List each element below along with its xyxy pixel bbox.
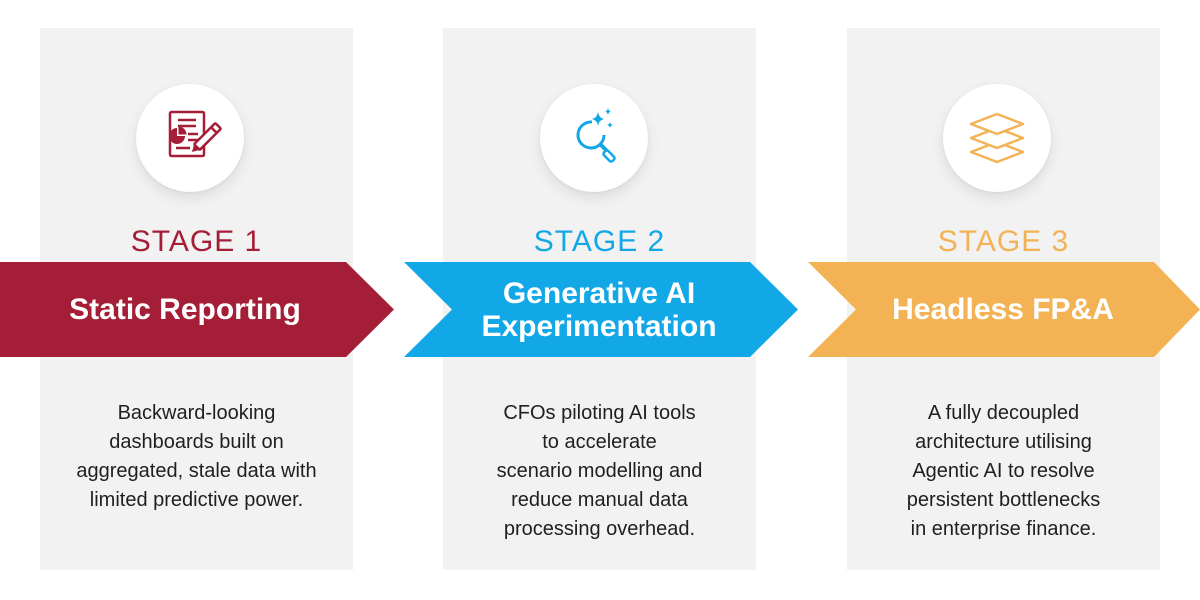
stage-1-description-line: dashboards built on: [109, 431, 284, 453]
stage-1-title: Static Reporting: [69, 293, 301, 326]
stage-2-description-line: scenario modelling and: [496, 460, 703, 482]
stage-2-label: STAGE 2: [533, 225, 666, 258]
report-edit-icon: [168, 110, 222, 158]
stage-2-description: CFOs piloting AI tools to accelerate sce…: [443, 399, 756, 544]
stage-2-title-line-2: Experimentation: [481, 309, 717, 343]
stage-2-arrow-banner: Generative AI Experimentation: [404, 262, 798, 357]
layers-icon: [969, 112, 1025, 164]
ai-search-icon: [576, 108, 616, 163]
stage-1-description: Backward-looking dashboards built on agg…: [40, 399, 353, 515]
stage-1-icon-badge: [136, 84, 244, 192]
stage-1-arrow-shape: [0, 262, 394, 357]
stage-2-title-line-1: Generative AI: [502, 276, 696, 310]
stage-3-description-line: in enterprise finance.: [910, 518, 1097, 540]
stage-3-description-line: Agentic AI to resolve: [912, 460, 1095, 482]
stage-2-description-line: to accelerate: [542, 431, 657, 453]
stage-2-arrow-shape: [404, 262, 798, 357]
stage-2-icon-badge: [540, 84, 648, 192]
stage-1-arrow-banner: Static Reporting: [0, 262, 394, 357]
stage-1-description-line: limited predictive power.: [89, 489, 304, 511]
stage-2-description-line: CFOs piloting AI tools: [503, 402, 696, 424]
stage-1-label: STAGE 1: [130, 225, 263, 258]
stage-3-description-line: A fully decoupled: [927, 402, 1080, 424]
stage-2-description-line: reduce manual data: [511, 489, 688, 511]
stage-3-description-line: persistent bottlenecks: [906, 489, 1101, 511]
stage-1-description-line: aggregated, stale data with: [76, 460, 317, 482]
stage-3-arrow-shape: [808, 262, 1200, 357]
stage-1-description-line: Backward-looking: [117, 402, 276, 424]
stage-3-title: Headless FP&A: [892, 293, 1114, 326]
stage-3-label: STAGE 3: [937, 225, 1070, 258]
stage-3-description: A fully decoupled architecture utilising…: [847, 399, 1160, 544]
stage-2-title: Generative AI Experimentation: [434, 262, 764, 357]
stage-2-description-line: processing overhead.: [503, 518, 696, 540]
stage-3-icon-badge: [943, 84, 1051, 192]
stage-3-arrow-banner: Headless FP&A: [808, 262, 1200, 357]
stage-3-description-line: architecture utilising: [915, 431, 1092, 453]
